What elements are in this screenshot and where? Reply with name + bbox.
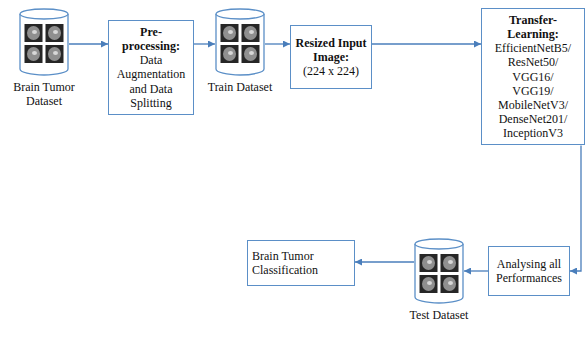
mri-image: [242, 24, 260, 42]
tumor-spot: [249, 51, 254, 55]
brain-scan: [223, 47, 236, 61]
flow-arrow: [464, 270, 488, 271]
mri-thumbnails: [221, 24, 260, 63]
tumor-spot: [32, 51, 37, 55]
mri-image: [242, 45, 260, 63]
flow-arrow: [570, 145, 581, 271]
brain-scan: [422, 277, 435, 291]
brain-scan: [244, 26, 257, 40]
mri-image: [221, 45, 239, 63]
mri-image: [25, 45, 43, 63]
tumor-spot: [249, 30, 254, 34]
brain-scan: [443, 277, 456, 291]
box-text: (224 x 224): [295, 64, 367, 78]
cylinder-body: [20, 14, 68, 75]
dataset-cylinder: [414, 238, 464, 304]
tumor-spot: [53, 30, 58, 34]
dataset-label: Brain Tumor Dataset: [2, 80, 86, 108]
mri-image: [441, 275, 459, 293]
tumor-spot: [32, 30, 37, 34]
flow-arrow: [194, 43, 215, 44]
process-box: Analysing all Performances: [488, 246, 570, 296]
dataset-cylinder: [19, 8, 69, 76]
tumor-spot: [53, 51, 58, 55]
mri-image: [46, 45, 64, 63]
tumor-spot: [448, 281, 453, 285]
cylinder-top: [20, 9, 68, 19]
flow-arrow: [355, 261, 414, 262]
box-text: EfficientNetB5/ ResNet50/ VGG16/ VGG19/ …: [486, 41, 580, 140]
mri-image: [420, 275, 438, 293]
flow-arrow: [69, 43, 108, 44]
dataset-node: Brain Tumor Dataset: [2, 8, 86, 108]
label-holder: Test Dataset: [396, 242, 482, 322]
label-holder: Train Dataset: [200, 12, 280, 94]
box-text: Analysing all Performances: [493, 257, 565, 285]
box-text: Data Augmentation and Data Splitting: [113, 53, 189, 110]
dataset-label: Test Dataset: [396, 308, 482, 322]
tumor-spot: [427, 281, 432, 285]
tumor-spot: [448, 260, 453, 264]
brain-scan: [27, 26, 40, 40]
mri-image: [420, 254, 438, 272]
tumor-spot: [228, 30, 233, 34]
label-holder: Brain Tumor Dataset: [2, 12, 86, 108]
box-heading: Transfer-Learning:: [486, 13, 580, 41]
mri-thumbnails: [420, 254, 459, 293]
tumor-spot: [228, 51, 233, 55]
process-box: Brain Tumor Classification: [247, 240, 355, 286]
brain-scan: [244, 47, 257, 61]
box-heading: Resized Input Image:: [295, 36, 367, 64]
dataset-cylinder: [215, 8, 265, 76]
dataset-node: Test Dataset: [396, 238, 482, 322]
mri-image: [25, 24, 43, 42]
process-box: Transfer-Learning:EfficientNetB5/ ResNet…: [481, 8, 585, 145]
cylinder-body: [216, 14, 264, 75]
cylinder-body: [415, 244, 463, 303]
mri-thumbnails: [25, 24, 64, 63]
brain-scan: [422, 256, 435, 270]
cylinder-top: [216, 9, 264, 19]
flow-arrow: [372, 43, 481, 44]
dataset-label: Train Dataset: [200, 80, 280, 94]
box-heading: Pre-processing:: [113, 25, 189, 53]
brain-scan: [27, 47, 40, 61]
brain-scan: [48, 47, 61, 61]
dataset-node: Train Dataset: [200, 8, 280, 94]
process-box: Resized Input Image:(224 x 224): [290, 25, 372, 89]
brain-scan: [443, 256, 456, 270]
process-box: Pre-processing:Data Augmentation and Dat…: [108, 20, 194, 115]
tumor-spot: [427, 260, 432, 264]
brain-scan: [223, 26, 236, 40]
cylinder-top: [415, 239, 463, 249]
brain-scan: [48, 26, 61, 40]
box-text: Brain Tumor Classification: [252, 249, 350, 277]
mri-image: [46, 24, 64, 42]
mri-image: [221, 24, 239, 42]
flow-arrow: [265, 43, 290, 44]
mri-image: [441, 254, 459, 272]
